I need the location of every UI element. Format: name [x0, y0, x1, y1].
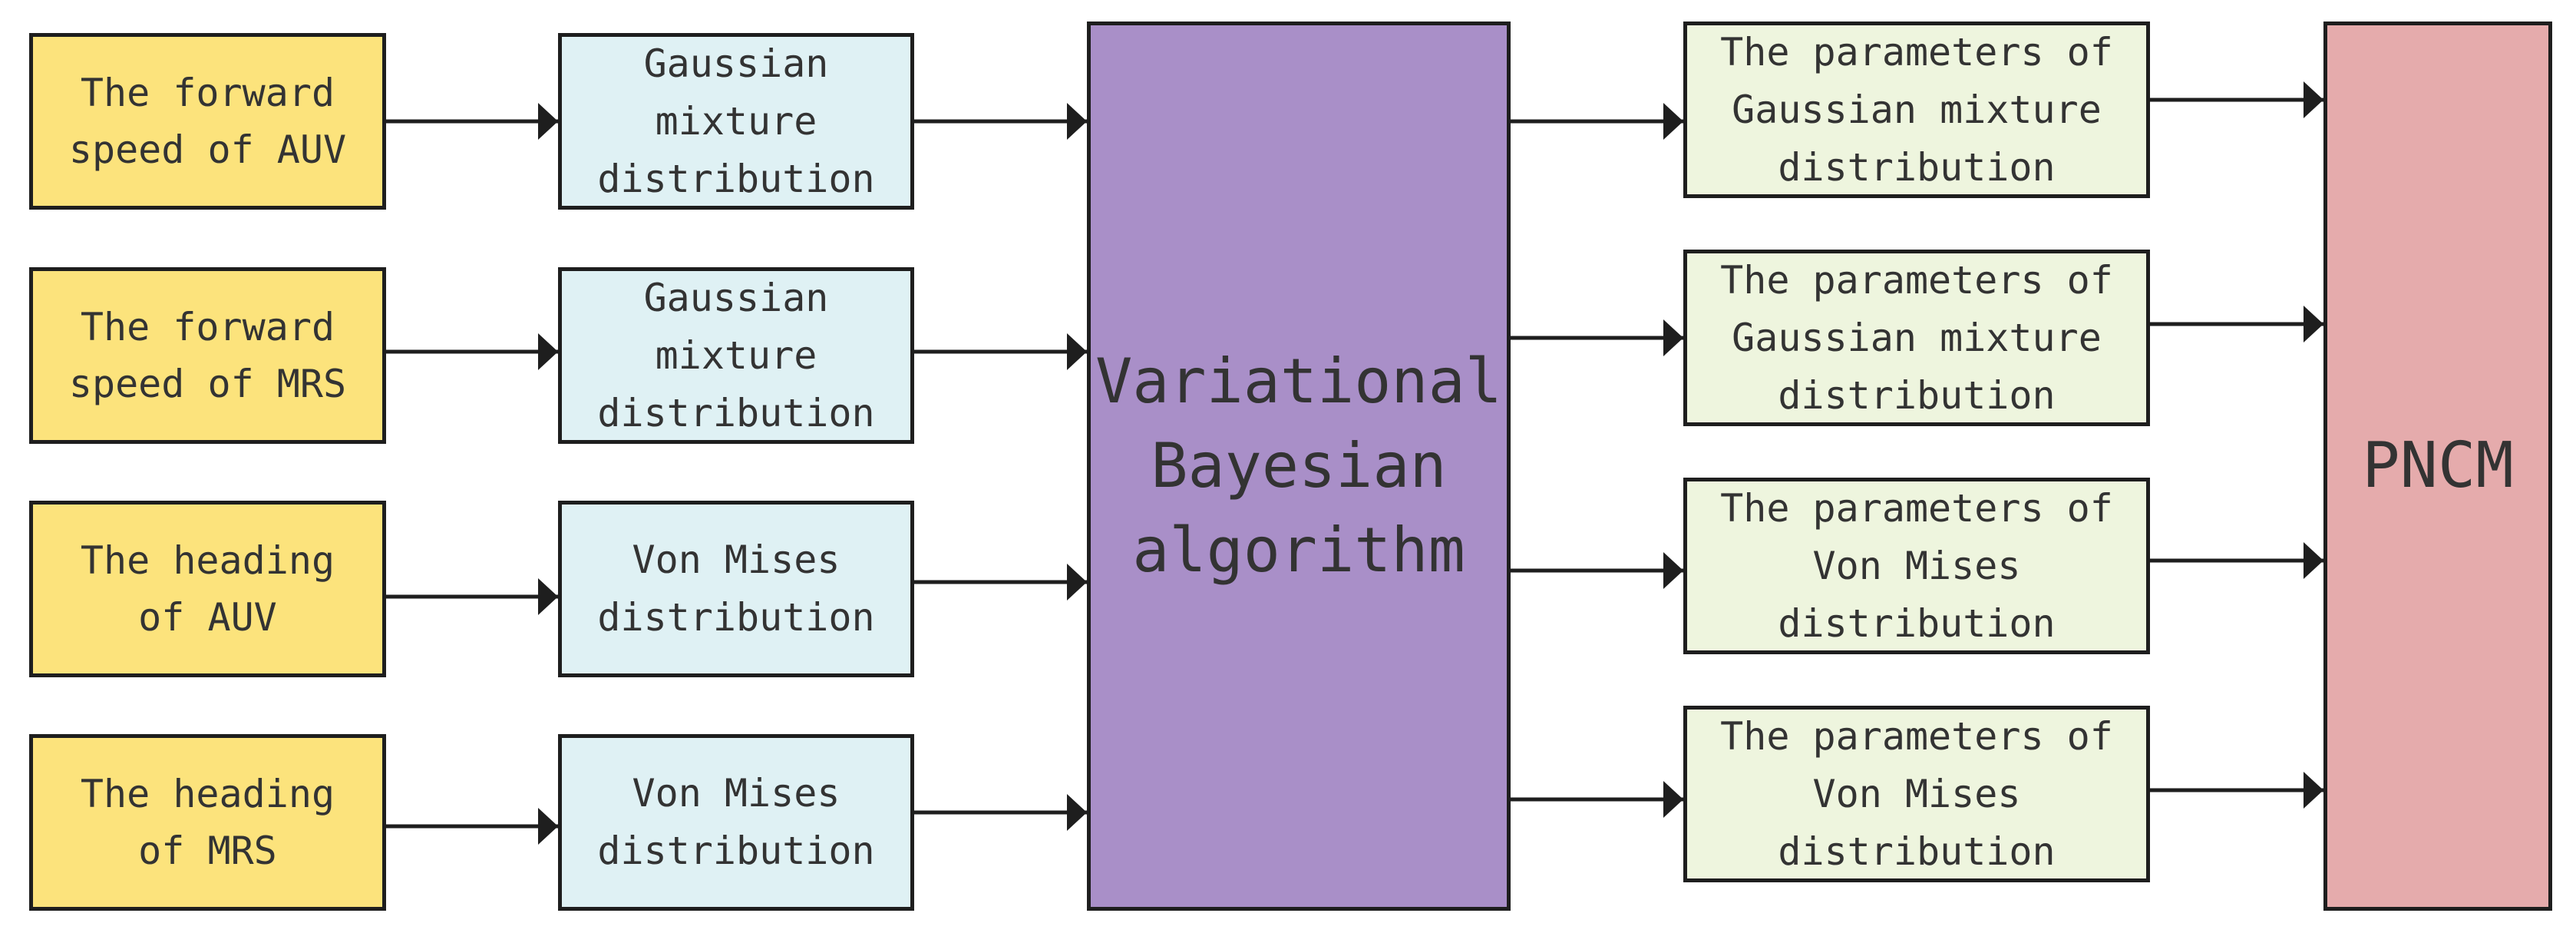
parameters-label-line: Gaussian mixture — [1732, 87, 2102, 132]
parameters-label-line: The parameters of — [1720, 257, 2113, 303]
parameters-label-line: Von Mises — [1812, 543, 2021, 588]
input-box-heading-mrs: The heading of MRS — [29, 734, 386, 911]
distribution-label-line: Von Mises — [632, 771, 841, 816]
parameters-box-2: The parameters of Gaussian mixture distr… — [1683, 250, 2150, 426]
model-box: PNCM — [2323, 22, 2552, 911]
parameters-label-line: The parameters of — [1720, 485, 2113, 531]
input-label-line: of AUV — [138, 595, 277, 640]
distribution-label-line: distribution — [597, 595, 875, 640]
algorithm-label-line: Variational — [1095, 346, 1502, 417]
distribution-label-line: mixture — [655, 333, 817, 378]
distribution-box-2: Gaussian mixture distribution — [558, 267, 914, 444]
distribution-label-line: Gaussian — [643, 275, 829, 320]
input-label-line: The heading — [80, 772, 335, 816]
distribution-label-line: Von Mises — [632, 538, 841, 582]
model-label: PNCM — [2362, 429, 2514, 502]
parameters-label-line: Gaussian mixture — [1732, 315, 2102, 360]
distribution-label-line: mixture — [655, 98, 817, 144]
distribution-label-line: Gaussian — [643, 41, 829, 86]
algorithm-box: Variational Bayesian algorithm — [1087, 22, 1511, 911]
distribution-label-line: distribution — [597, 390, 875, 435]
input-box-heading-auv: The heading of AUV — [29, 501, 386, 677]
input-box-forward-speed-auv: The forward speed of AUV — [29, 33, 386, 210]
parameters-label-line: distribution — [1778, 600, 2056, 646]
parameters-label-line: distribution — [1778, 144, 2056, 190]
parameters-label-line: distribution — [1778, 829, 2056, 874]
input-label-line: speed of AUV — [68, 127, 347, 172]
algorithm-label-line: algorithm — [1132, 514, 1465, 586]
distribution-box-1: Gaussian mixture distribution — [558, 33, 914, 210]
input-label-line: The forward — [80, 305, 335, 349]
input-box-forward-speed-mrs: The forward speed of MRS — [29, 267, 386, 444]
parameters-label-line: The parameters of — [1720, 713, 2113, 759]
distribution-box-3: Von Mises distribution — [558, 501, 914, 677]
distribution-label-line: distribution — [597, 829, 875, 873]
input-label-line: speed of MRS — [68, 362, 347, 406]
parameters-label-line: distribution — [1778, 372, 2056, 418]
parameters-box-3: The parameters of Von Mises distribution — [1683, 478, 2150, 654]
input-label-line: The heading — [80, 538, 335, 583]
parameters-box-4: The parameters of Von Mises distribution — [1683, 706, 2150, 882]
input-label-line: of MRS — [138, 829, 277, 873]
parameters-label-line: The parameters of — [1720, 29, 2113, 74]
distribution-box-4: Von Mises distribution — [558, 734, 914, 911]
parameters-box-1: The parameters of Gaussian mixture distr… — [1683, 22, 2150, 198]
distribution-label-line: distribution — [597, 156, 875, 201]
input-label-line: The forward — [80, 71, 335, 115]
parameters-label-line: Von Mises — [1812, 771, 2021, 816]
algorithm-label-line: Bayesian — [1151, 430, 1447, 501]
